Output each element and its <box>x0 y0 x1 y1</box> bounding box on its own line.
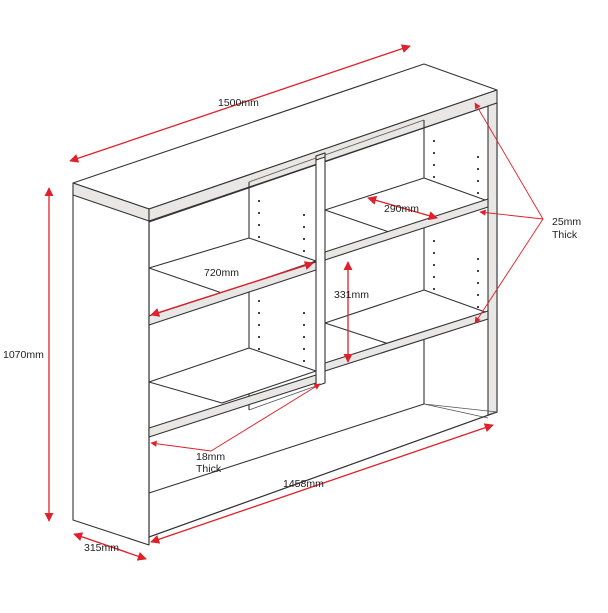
inner-width-arrow <box>150 423 494 544</box>
pin-holes-right-front <box>477 156 479 308</box>
thickness-25mm-word: Thick <box>552 229 578 241</box>
dimension-annotations: 1500mm 1070mm 315mm 1458mm 720mm 290mm 3… <box>3 44 581 561</box>
shelf-depth-label: 290mm <box>384 203 419 215</box>
compartment-width-label: 720mm <box>204 267 239 279</box>
thickness-25mm-value: 25mm <box>552 216 581 228</box>
bookcase <box>72 63 498 546</box>
compartment-width-arrow <box>150 261 314 317</box>
right-side-panel <box>487 102 498 416</box>
shelf-depth-arrow <box>367 195 438 221</box>
right-lower-shelf <box>324 289 489 372</box>
depth-label: 315mm <box>84 542 119 554</box>
pin-holes-right-rear <box>433 140 435 290</box>
left-lower-shelf <box>148 347 317 438</box>
overall-width-label: 1500mm <box>218 97 259 109</box>
overall-height-label: 1070mm <box>3 349 44 361</box>
shelf-spacing-label: 331mm <box>334 289 369 301</box>
thickness-callout-25mm: 25mm Thick <box>474 102 581 324</box>
thickness-18mm-word: Thick <box>196 463 222 475</box>
left-side-panel <box>72 189 150 546</box>
overall-width-arrow <box>69 44 411 163</box>
thickness-18mm-value: 18mm <box>196 451 225 463</box>
inner-width-label: 1458mm <box>283 478 324 490</box>
depth-arrow <box>73 532 147 561</box>
thickness-callout-18mm: 18mm Thick <box>150 383 321 475</box>
